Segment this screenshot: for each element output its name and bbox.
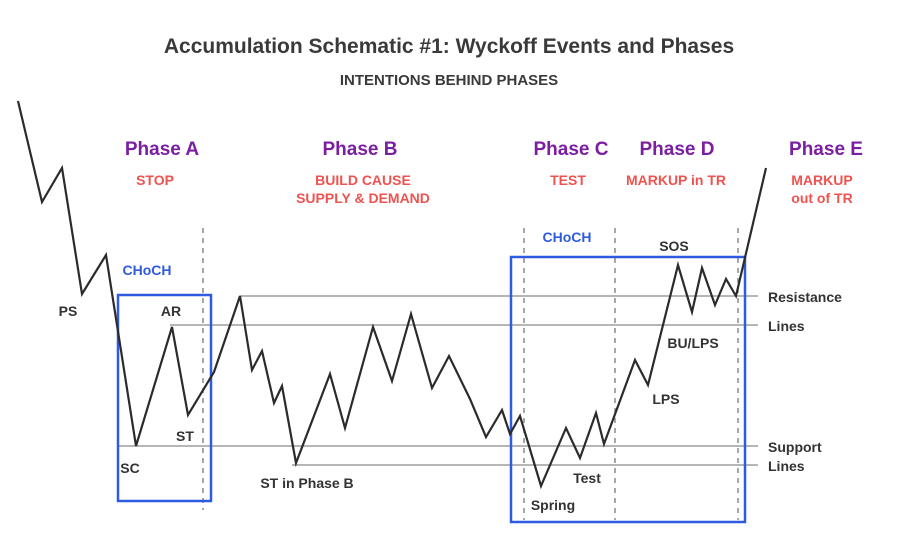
- phase-label-c: Phase C: [534, 139, 609, 160]
- event-label-ps: PS: [59, 303, 78, 319]
- intent-label-e-2: out of TR: [791, 190, 852, 206]
- event-label-spring: Spring: [531, 497, 575, 513]
- level-label-resistance: Resistance: [768, 289, 842, 305]
- intent-label-c: TEST: [550, 172, 586, 188]
- level-label-support-lines: Lines: [768, 458, 805, 474]
- event-label-ar: AR: [161, 303, 181, 319]
- event-label-st: ST: [176, 428, 194, 444]
- intent-label-e-1: MARKUP: [791, 172, 852, 188]
- event-label-test: Test: [573, 470, 601, 486]
- event-label-lps: LPS: [652, 391, 679, 407]
- phase-label-d: Phase D: [640, 139, 715, 160]
- choch-box-phase-a: [116, 293, 213, 503]
- phase-label-b: Phase B: [323, 139, 398, 160]
- intent-label-b-1: BUILD CAUSE: [315, 172, 411, 188]
- choch-label-c: CHoCH: [543, 229, 592, 245]
- level-label-resistance-lines: Lines: [768, 318, 805, 334]
- price-path: [16, 100, 768, 490]
- event-label-bu-lps: BU/LPS: [667, 335, 718, 351]
- intent-label-d: MARKUP in TR: [626, 172, 726, 188]
- event-label-sc: SC: [120, 460, 139, 476]
- event-label-sos: SOS: [659, 238, 689, 254]
- phase-label-a: Phase A: [125, 139, 200, 160]
- diagram-title: Accumulation Schematic #1: Wyckoff Event…: [164, 35, 734, 58]
- choch-label-a: CHoCH: [123, 262, 172, 278]
- intent-label-a: STOP: [136, 172, 174, 188]
- event-label-st-phase-b: ST in Phase B: [260, 475, 353, 491]
- diagram-subtitle: INTENTIONS BEHIND PHASES: [340, 72, 558, 89]
- choch-box-phase-c: [509, 255, 747, 524]
- level-label-support: Support: [768, 439, 822, 455]
- intent-label-b-2: SUPPLY & DEMAND: [296, 190, 430, 206]
- phase-label-e: Phase E: [789, 139, 863, 160]
